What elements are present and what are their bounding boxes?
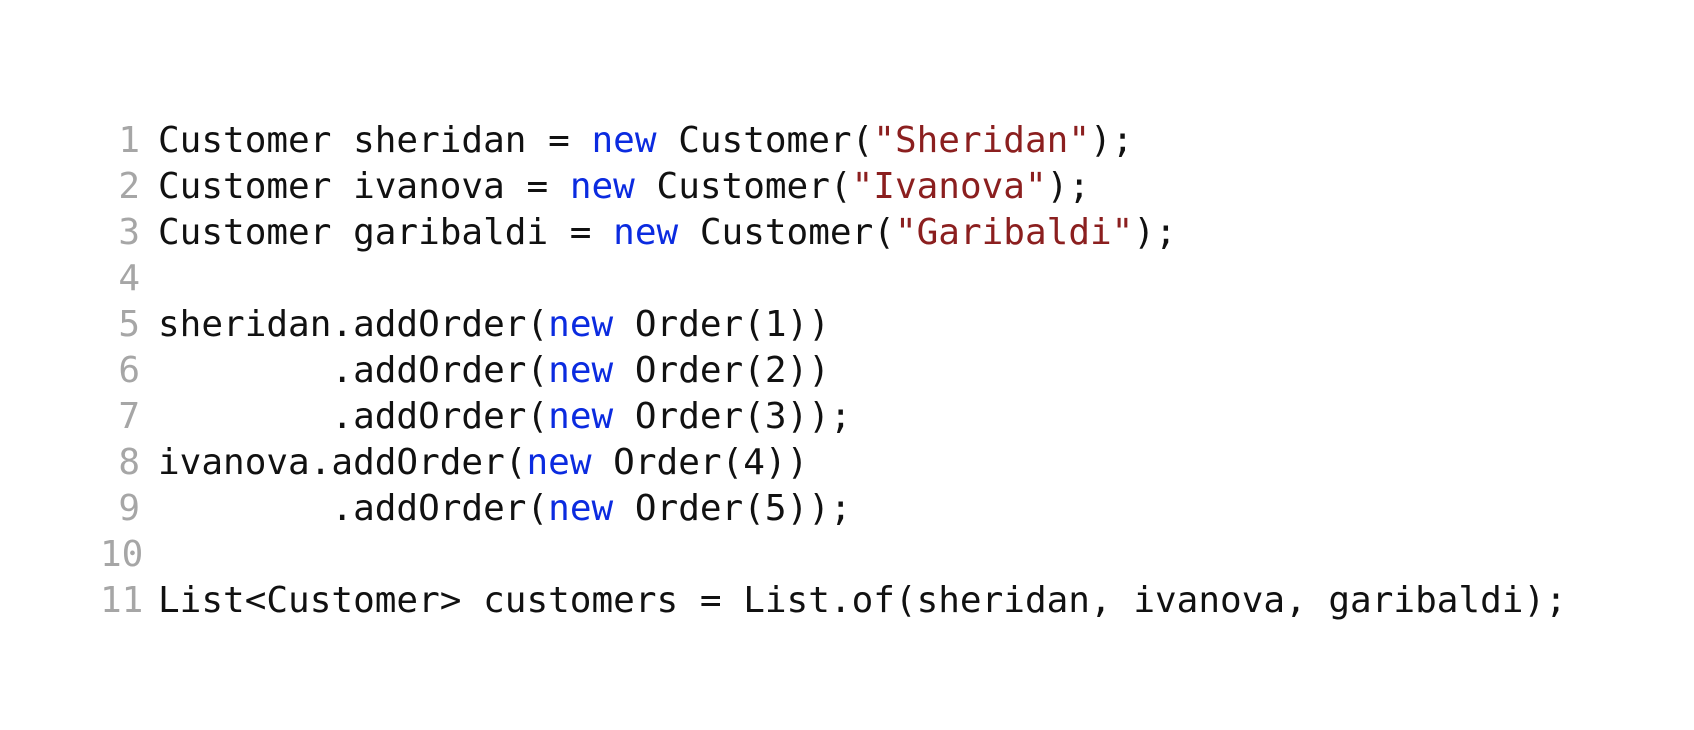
code-line: 3 Customer garibaldi = new Customer("Gari…: [100, 210, 1567, 256]
line-content: sheridan.addOrder(new Order(1)): [158, 302, 830, 348]
code-line: 4: [100, 256, 1567, 302]
code-token-keyword: new: [591, 120, 657, 161]
line-number: 9: [118, 488, 140, 529]
code-token-plain: Order(2)): [613, 350, 830, 391]
line-number: 7: [118, 396, 140, 437]
code-token-plain: Order(1)): [613, 304, 830, 345]
code-token-keyword: new: [548, 304, 614, 345]
line-content: Customer garibaldi = new Customer("Garib…: [158, 210, 1177, 256]
code-token-keyword: new: [526, 442, 592, 483]
code-token-string: "Sheridan": [873, 120, 1091, 161]
code-line: 5 sheridan.addOrder(new Order(1)): [100, 302, 1567, 348]
code-line: 7 .addOrder(new Order(3));: [100, 394, 1567, 440]
line-content: Customer sheridan = new Customer("Sherid…: [158, 118, 1133, 164]
code-token-plain: Customer(: [656, 120, 874, 161]
code-token-keyword: new: [548, 488, 614, 529]
code-token-string: "Garibaldi": [894, 212, 1134, 253]
code-token-plain: Order(5));: [613, 488, 852, 529]
code-token-keyword: new: [548, 350, 614, 391]
code-token-plain: );: [1090, 120, 1134, 161]
code-token-plain: Customer(: [634, 166, 852, 207]
line-number: 11: [100, 580, 144, 621]
line-number: 8: [118, 442, 140, 483]
line-number: 5: [118, 304, 140, 345]
line-content: List<Customer> customers = List.of(sheri…: [158, 578, 1567, 624]
code-token-string: "Ivanova": [851, 166, 1047, 207]
code-token-plain: Customer sheridan =: [158, 120, 592, 161]
code-line: 8 ivanova.addOrder(new Order(4)): [100, 440, 1567, 486]
code-token-plain: sheridan.addOrder(: [158, 304, 549, 345]
code-token-plain: );: [1046, 166, 1091, 207]
code-token-plain: .addOrder(: [158, 488, 549, 529]
code-line: 6 .addOrder(new Order(2)): [100, 348, 1567, 394]
code-token-keyword: new: [569, 166, 635, 207]
code-token-plain: .addOrder(: [158, 350, 549, 391]
code-token-plain: Customer garibaldi =: [158, 212, 614, 253]
code-token-plain: Order(4)): [591, 442, 809, 483]
line-content: ivanova.addOrder(new Order(4)): [158, 440, 808, 486]
line-content: Customer ivanova = new Customer("Ivanova…: [158, 164, 1090, 210]
code-token-plain: Order(3));: [613, 396, 852, 437]
code-line: 2 Customer ivanova = new Customer("Ivanov…: [100, 164, 1567, 210]
code-token-plain: Customer ivanova =: [158, 166, 570, 207]
line-number: 3: [118, 212, 140, 253]
line-number: 1: [118, 120, 140, 161]
code-token-plain: .addOrder(: [158, 396, 549, 437]
line-number: 2: [118, 166, 140, 207]
code-line: 9 .addOrder(new Order(5));: [100, 486, 1567, 532]
line-content: .addOrder(new Order(2)): [158, 348, 830, 394]
code-token-plain: ivanova.addOrder(: [158, 442, 527, 483]
code-token-plain: );: [1133, 212, 1177, 253]
code-token-keyword: new: [613, 212, 679, 253]
code-token-plain: Customer(: [678, 212, 895, 253]
line-number: 10: [100, 534, 144, 575]
line-content: .addOrder(new Order(3));: [158, 394, 852, 440]
code-token-plain: List<Customer> customers = List.of(sheri…: [158, 580, 1567, 621]
code-line: 11 List<Customer> customers = List.of(she…: [100, 578, 1567, 624]
line-content: .addOrder(new Order(5));: [158, 486, 852, 532]
code-line: 10: [100, 532, 1567, 578]
code-token-keyword: new: [548, 396, 614, 437]
line-number: 4: [118, 258, 140, 299]
line-number: 6: [118, 350, 140, 391]
code-line: 1 Customer sheridan = new Customer("Sheri…: [100, 118, 1567, 164]
